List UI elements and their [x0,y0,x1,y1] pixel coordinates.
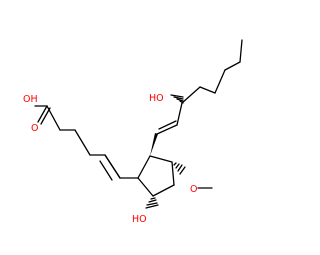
omega-chain [150,39,243,156]
ring-ho-label: HO [132,214,147,225]
hash-2 [148,199,157,203]
hash-m2 [175,163,180,169]
structure-canvas: OH O HO HO O [23,39,243,225]
carboxyl-o-label: O [31,123,38,134]
bond-c19-c20 [239,39,243,63]
molecule-structure: OH O HO HO O [23,39,243,225]
bond-c17-c18 [214,69,226,94]
bond-c1-o-double-a [37,105,48,123]
hash-s2 [176,98,184,102]
ring-bond-2 [149,155,173,163]
hash-m3 [177,164,183,172]
alpha-chain [46,105,139,181]
methoxy-group [173,162,213,189]
ring-bond-1 [137,155,151,179]
bond-c1-c2 [46,105,61,131]
ring-bond-5 [137,177,154,197]
ring-bond-3 [171,161,175,186]
bond-c14-c15 [176,102,183,126]
side-chain-ho-label: HO [149,93,164,104]
bond-c3-c4 [74,129,91,156]
methoxy-o-label: O [190,184,197,195]
bond-c13-c14-trans-inner [158,120,177,130]
hash-1 [150,197,156,200]
bond-c18-c19 [224,61,241,71]
hash-3 [146,202,158,206]
hash-4 [145,204,159,209]
bond-c6-c7-cis [104,154,121,179]
bond-c1-o-double-b [40,107,51,125]
carboxyl-oh-label: OH [23,94,38,105]
hash-m4 [179,166,186,175]
ring-hydroxyl [145,197,159,209]
bond-c13-c14-trans [156,124,178,135]
carboxylic-acid-group [34,105,51,125]
bond-c6-c7-cis-inner [99,160,113,181]
bond-c15-c16 [181,86,201,104]
hash-m1 [173,162,177,166]
hash-s4 [170,94,184,98]
cyclopentane-ring [137,155,175,197]
ring-bond-4 [152,184,175,197]
wedge-bond [150,133,158,156]
bond-c16-c17 [199,86,216,94]
hash-s3 [173,96,184,100]
